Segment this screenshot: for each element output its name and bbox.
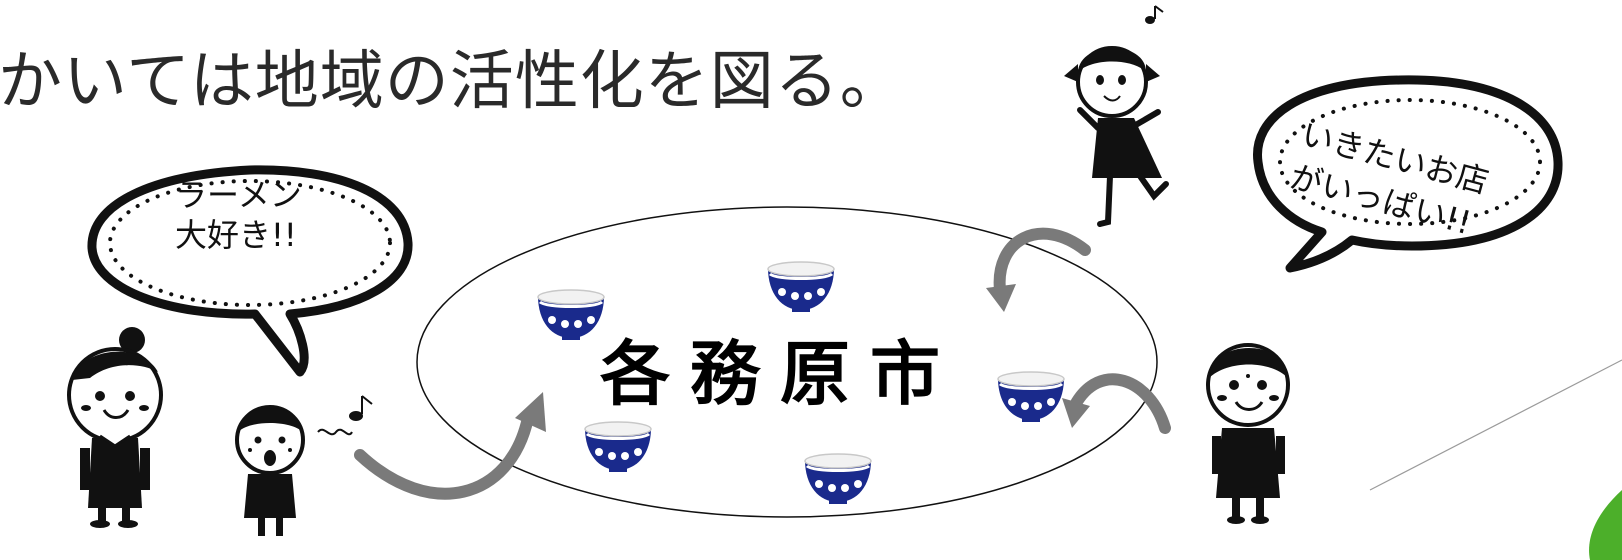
child-smiling-figure xyxy=(1206,343,1290,524)
ramen-bowl-icon xyxy=(803,452,873,506)
ramen-bowl-icon xyxy=(536,288,606,342)
woman-figure xyxy=(67,327,163,528)
arrow-top-right xyxy=(986,227,1091,312)
city-ellipse xyxy=(416,206,1158,518)
girl-dancing-figure xyxy=(1064,5,1169,227)
child-singing-figure xyxy=(235,395,373,536)
bubble-left-line2: 大好き!! xyxy=(175,216,297,254)
speech-bubble-right xyxy=(1253,75,1563,273)
corner-decoration xyxy=(1589,490,1622,560)
bubble-left-text: ラーメン 大好き!! xyxy=(175,175,302,255)
ramen-bowl-icon xyxy=(766,260,836,314)
arrow-left-bottom xyxy=(354,392,546,500)
bubble-left-line1: ラーメン xyxy=(175,176,302,214)
city-name-label: 各務原市 xyxy=(600,333,960,415)
speech-bubble-left xyxy=(87,165,413,377)
corner-line xyxy=(1369,359,1622,491)
arrow-right-bottom xyxy=(1062,373,1171,434)
ramen-bowl-icon xyxy=(996,370,1066,424)
ramen-bowl-icon xyxy=(583,420,653,474)
page-heading: かいては地域の活性化を図る。 xyxy=(0,45,905,119)
